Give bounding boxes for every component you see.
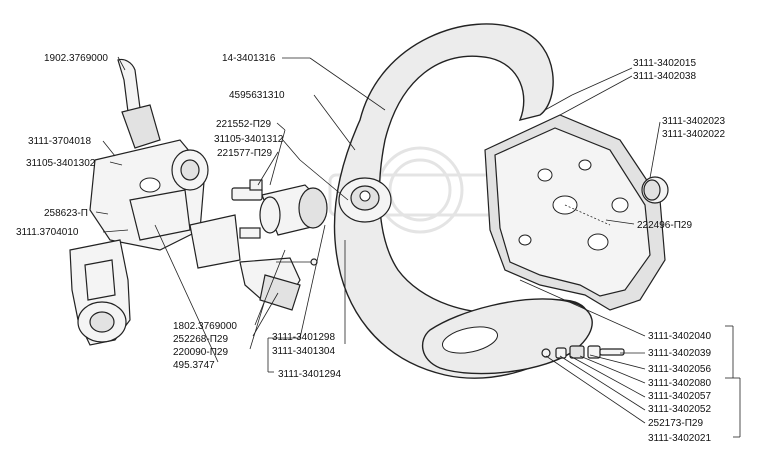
bolt-set xyxy=(541,345,625,359)
label-258623: 258623-П xyxy=(44,208,88,219)
label-3111-3402056: 3111-3402056 xyxy=(648,364,711,375)
part-labels: 1902.3769000 14-3401316 4595631310 22155… xyxy=(16,53,725,444)
label-3111-3402040: 3111-3402040 xyxy=(648,331,711,342)
label-3111-3402080: 3111-3402080 xyxy=(648,378,711,389)
label-3111-3402038: 3111-3402038 xyxy=(633,71,696,82)
steering-wheel xyxy=(333,23,593,379)
ignition-lock xyxy=(69,239,131,346)
wheel-hub xyxy=(338,177,392,223)
label-3111-3402021: 3111-3402021 xyxy=(648,433,711,444)
label-31105-3401302: 31105-3401302 xyxy=(26,158,96,169)
label-3111-3402052: 3111-3402052 xyxy=(648,404,711,415)
label-3111-3401304: 3111-3401304 xyxy=(272,346,335,357)
steering-column xyxy=(89,58,241,269)
label-3111-3402022: 3111-3402022 xyxy=(662,129,725,140)
stalk-switch xyxy=(239,257,301,311)
clock-spring xyxy=(259,184,328,236)
hub-plate xyxy=(484,114,666,311)
label-222496: 222496-П29 xyxy=(637,220,692,231)
label-1902-3769000: 1902.3769000 xyxy=(44,53,108,64)
label-3111-3402023: 3111-3402023 xyxy=(662,116,725,127)
leader-lines xyxy=(95,56,741,438)
label-221552: 221552-П29 xyxy=(216,119,271,130)
label-252268: 252268-П29 xyxy=(173,334,228,345)
label-220090: 220090-П29 xyxy=(173,347,228,358)
label-14-3401316: 14-3401316 xyxy=(222,53,276,64)
label-3111-3704010: 3111.3704010 xyxy=(16,227,79,238)
label-3111-3401294: 3111-3401294 xyxy=(278,369,341,380)
label-1802-3769000: 1802.3769000 xyxy=(173,321,237,332)
label-221577: 221577-П29 xyxy=(217,148,272,159)
label-3111-3402015: 3111-3402015 xyxy=(633,58,696,69)
label-3111-3401298: 3111-3401298 xyxy=(272,332,335,343)
label-3111-3704018: 3111-3704018 xyxy=(28,136,91,147)
label-3111-3402039: 3111-3402039 xyxy=(648,348,711,359)
horn-cap xyxy=(641,176,669,204)
label-495-3747: 495.3747 xyxy=(173,360,215,371)
label-3111-3402057: 3111-3402057 xyxy=(648,391,711,402)
label-4595631310: 4595631310 xyxy=(229,90,285,101)
cylinder-hardware xyxy=(231,179,263,239)
label-31105-3401312: 31105-3401312 xyxy=(214,134,284,145)
label-252173: 252173-П29 xyxy=(648,418,703,429)
